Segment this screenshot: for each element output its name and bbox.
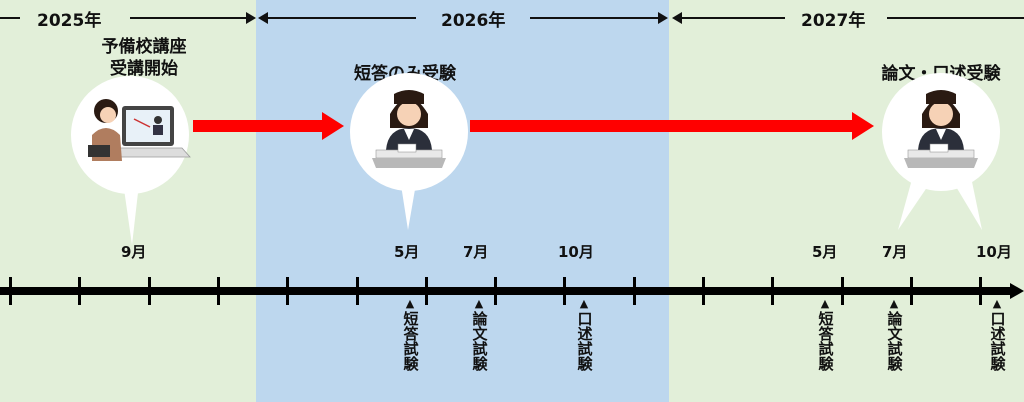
exam-triangle-icon: ▲ (889, 297, 899, 310)
timeline-tick (147, 277, 151, 305)
month-label: 7月 (882, 243, 908, 261)
exam-triangle-icon: ▲ (820, 297, 830, 310)
exam-taker-illustration (372, 90, 446, 168)
exam-marker-oral: ▲ 口述試験 (987, 297, 1007, 371)
timeline-tick (702, 277, 705, 305)
year-label-2027: 2027年 (801, 11, 866, 31)
exam-marker-essay: ▲ 論文試験 (469, 297, 489, 371)
timeline-tick (78, 277, 82, 305)
exam-triangle-icon: ▲ (992, 297, 1002, 310)
exam-marker-essay: ▲ 論文試験 (884, 297, 904, 371)
speech-bubble-short-answer (350, 73, 468, 230)
timeline-tick (424, 277, 428, 305)
year-range-arrowhead (246, 12, 256, 24)
month-label: 7月 (463, 243, 489, 261)
exam-triangle-icon: ▲ (579, 297, 589, 310)
exam-label: 口述試験 (988, 311, 1007, 371)
exam-marker-short-answer: ▲ 短答試験 (815, 297, 835, 371)
online-lecture-illustration (88, 99, 191, 161)
month-label: 5月 (394, 243, 420, 261)
progress-arrow-1 (193, 120, 323, 132)
exam-triangle-icon: ▲ (405, 297, 415, 310)
exam-marker-short-answer: ▲ 短答試験 (400, 297, 420, 371)
month-label: 10月 (976, 243, 1012, 261)
month-label: 9月 (121, 243, 147, 261)
speech-bubble-course (71, 76, 191, 245)
timeline-tick (286, 277, 290, 305)
year-range-arrowhead (658, 12, 668, 24)
timeline-tick (771, 277, 775, 305)
year-range-line (266, 17, 416, 19)
progress-arrowhead-2 (852, 112, 874, 140)
timeline-tick (632, 277, 636, 305)
year-range-arrowhead (672, 12, 682, 24)
year-range-line (530, 17, 658, 19)
month-label: 5月 (812, 243, 838, 261)
timeline-arrowhead (1010, 283, 1024, 299)
year-label-2025: 2025年 (37, 11, 102, 31)
exam-label: 口述試験 (575, 311, 594, 371)
year-range-line (0, 17, 20, 19)
year-range-line (887, 17, 1024, 19)
timeline-tick (563, 277, 567, 305)
timeline-tick (840, 277, 844, 305)
timeline-tick (216, 277, 220, 305)
exam-label: 論文試験 (885, 311, 904, 371)
year-band-2026 (256, 0, 669, 402)
exam-triangle-icon: ▲ (474, 297, 484, 310)
exam-label: 短答試験 (816, 311, 835, 371)
progress-arrow-2 (470, 120, 852, 132)
year-range-line (680, 17, 785, 19)
year-label-2026: 2026年 (441, 11, 506, 31)
progress-arrowhead-1 (322, 112, 344, 140)
timeline-tick (9, 277, 12, 305)
caption-course-start: 予備校講座 受講開始 (101, 37, 187, 79)
exam-taker-illustration (904, 90, 978, 168)
exam-label: 短答試験 (401, 311, 420, 371)
timeline-axis (0, 287, 1014, 295)
timeline-tick (355, 277, 359, 305)
year-range-line (130, 17, 246, 19)
timeline-tick (979, 277, 983, 305)
month-label: 10月 (558, 243, 594, 261)
year-range-arrowhead (258, 12, 268, 24)
timeline-tick (494, 277, 498, 305)
timeline-tick (909, 277, 913, 305)
speech-bubble-essay-oral (882, 73, 1000, 230)
exam-marker-oral: ▲ 口述試験 (574, 297, 594, 371)
exam-label: 論文試験 (470, 311, 489, 371)
